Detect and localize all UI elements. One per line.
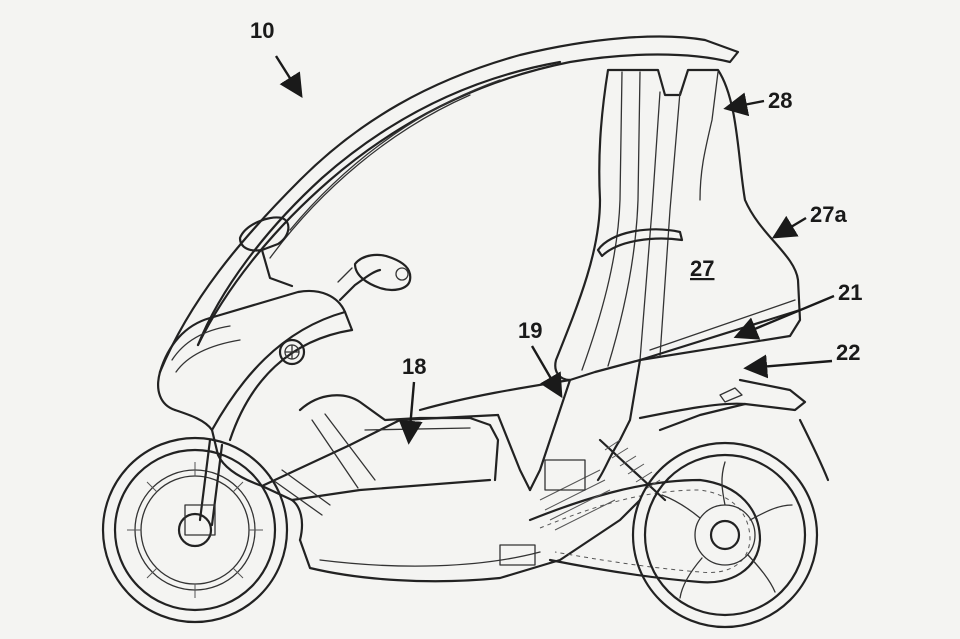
front-wheel [101,436,289,624]
arrow-22 [743,354,833,379]
label-27: 27 [690,256,714,281]
rear-body [298,68,830,492]
label-10: 10 [250,18,274,43]
front-fairing [157,216,412,412]
label-28: 28 [768,88,792,113]
arrow-21 [733,294,835,340]
label-18: 18 [402,354,426,379]
roof-canopy [158,35,740,374]
label-21: 21 [838,280,862,305]
label-27a: 27a [810,202,847,227]
arrow-28 [723,92,765,117]
arrow-18 [398,381,423,445]
arrow-27a [771,215,807,239]
arrow-19 [530,345,563,399]
rear-wheel [631,441,819,629]
label-19: 19 [518,318,542,343]
label-22: 22 [836,340,860,365]
arrow-10 [274,55,303,99]
front-body [173,310,500,542]
reference-labels: 10 28 27a 27 21 22 19 18 [250,18,862,445]
chassis [298,438,762,584]
